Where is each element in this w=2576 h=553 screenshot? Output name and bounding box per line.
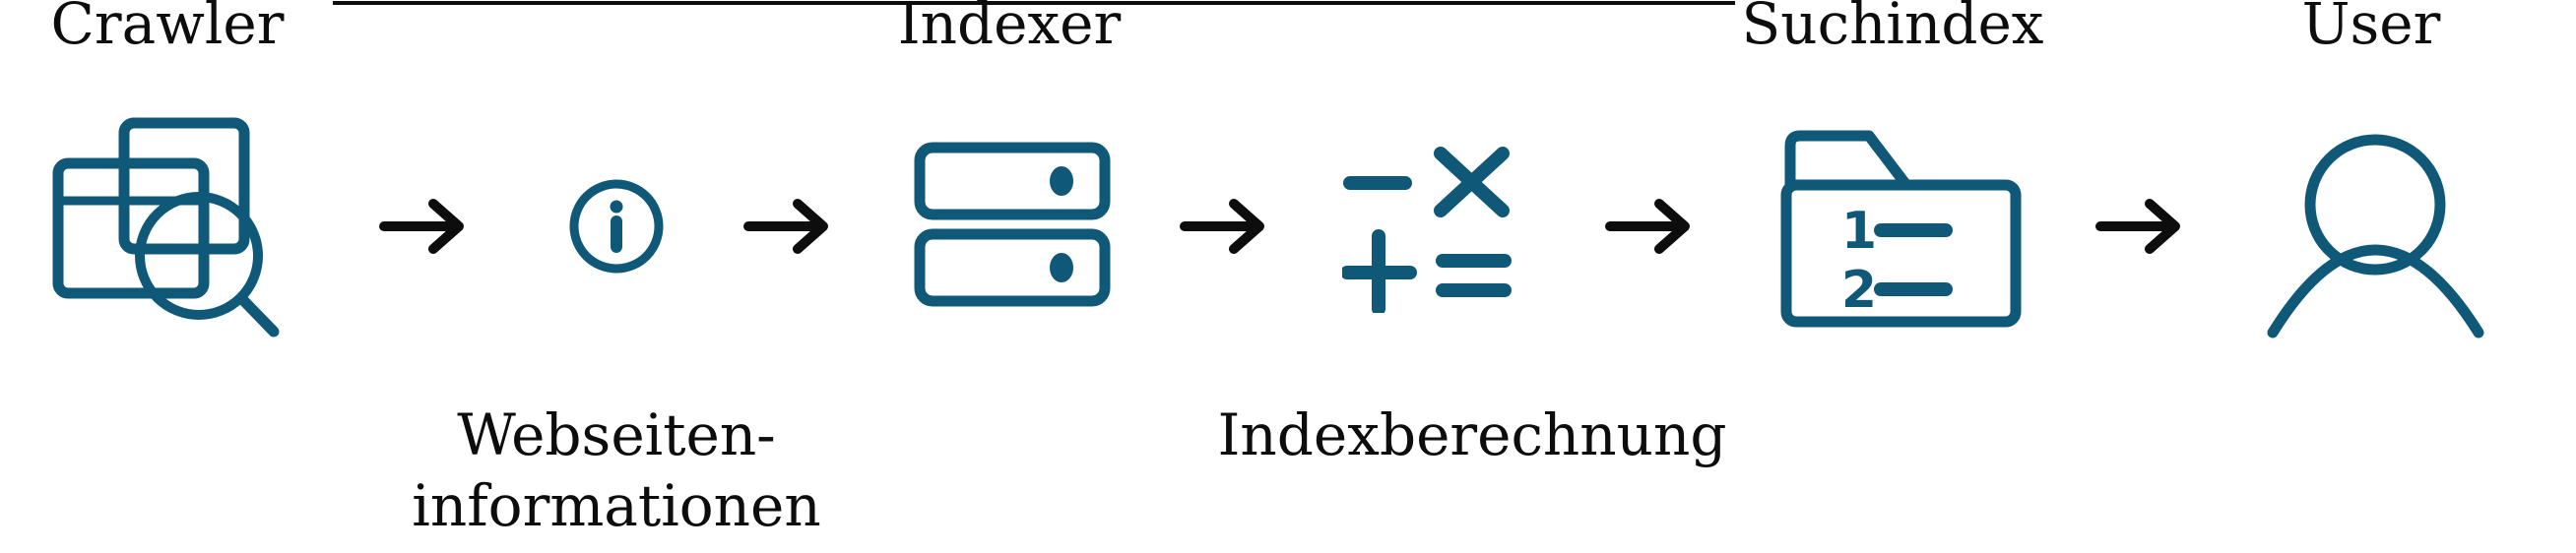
webseiten-caption-line1: Webseiten- <box>457 401 776 468</box>
crawler-label: Crawler <box>50 0 285 57</box>
arrow-right-icon <box>1605 199 1690 254</box>
person-icon <box>2267 134 2484 338</box>
top-crop-line <box>333 1 1735 5</box>
indexer-label: Indexer <box>897 0 1122 57</box>
folder-index-icon: 1 2 <box>1780 130 2022 328</box>
webpages-magnifier-icon <box>52 117 280 338</box>
indexberechnung-caption: Indexberechnung <box>1217 401 1727 468</box>
folder-list-number-2: 2 <box>1841 261 1877 320</box>
arrow-right-icon <box>743 199 828 254</box>
info-icon: i <box>569 179 664 274</box>
server-icon <box>914 142 1111 307</box>
arrow-right-icon <box>1180 199 1264 254</box>
suchindex-label: Suchindex <box>1741 0 2044 57</box>
calculation-icon <box>1342 147 1512 313</box>
folder-list-number-1: 1 <box>1841 202 1877 261</box>
arrow-right-icon <box>2095 199 2180 254</box>
arrow-right-icon <box>379 199 464 254</box>
webseiten-caption-line2: informationen <box>412 472 821 539</box>
user-label: User <box>2301 0 2441 57</box>
